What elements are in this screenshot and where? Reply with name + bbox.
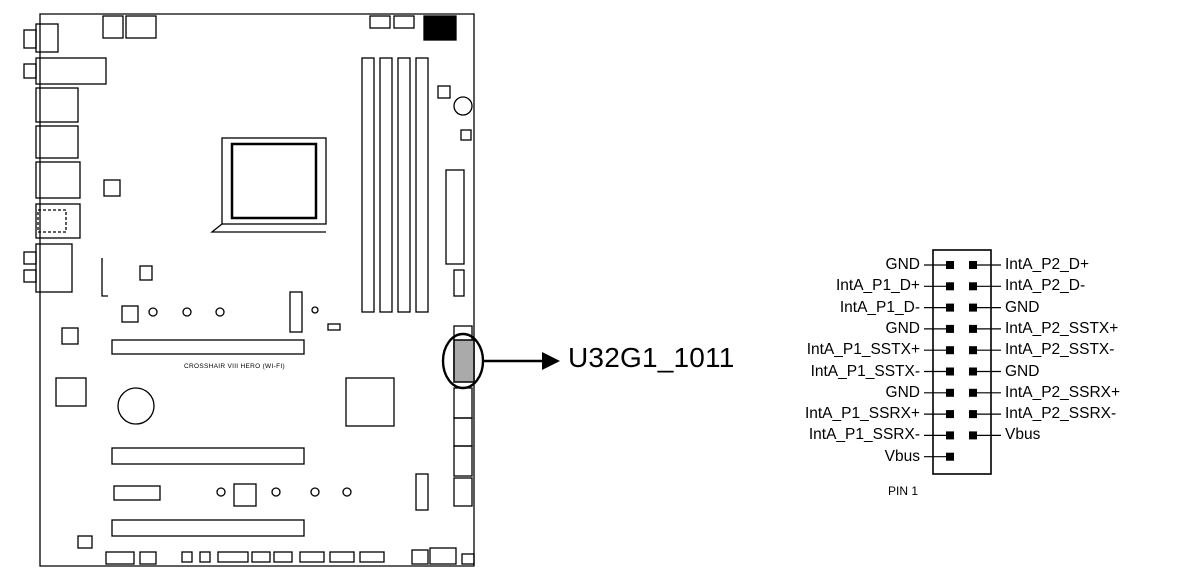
- dimm-slot: [379, 57, 393, 313]
- pin-left: [946, 431, 954, 440]
- start-button: [453, 96, 473, 116]
- pin-label-left: GND: [885, 319, 920, 337]
- pin-right: [969, 388, 977, 397]
- pin-label-left: IntA_P1_SSRX+: [804, 405, 920, 423]
- io-usb-stack: [35, 87, 79, 123]
- pin-right: [969, 261, 977, 269]
- pcie-slot: [111, 447, 305, 465]
- pin-label-right: IntA_P2_SSRX+: [1005, 383, 1121, 401]
- pin-label-left: IntA_P1_SSRX-: [808, 426, 920, 444]
- pin-right: [969, 324, 977, 333]
- pin-label-right: IntA_P2_SSTX+: [1005, 319, 1119, 337]
- pin-label-left: IntA_P1_SSTX-: [810, 362, 920, 380]
- pin-label-right: IntA_P2_SSRX-: [1005, 405, 1117, 423]
- pin-left: [946, 261, 954, 269]
- pin-label-right: IntA_P2_D+: [1005, 256, 1090, 273]
- pin-left: [946, 410, 954, 419]
- io-usb-stack: [35, 161, 81, 199]
- pin-label-left: IntA_P1_D+: [835, 277, 920, 295]
- dimm-slot: [397, 57, 411, 313]
- board-silkscreen: CROSSHAIR VIII HERO (WI-FI): [184, 363, 285, 370]
- pin-label-left: IntA_P1_SSTX+: [806, 341, 920, 359]
- pin-right: [969, 303, 977, 312]
- board-outline: [39, 13, 475, 567]
- pin-left: [946, 324, 954, 333]
- io-lan: [35, 203, 81, 239]
- pin-right: [969, 346, 977, 355]
- dimm-slot: [361, 57, 375, 313]
- pin-header: [924, 249, 1001, 475]
- pin-right: [969, 431, 977, 440]
- pin-label-right: GND: [1005, 362, 1040, 380]
- io-port: [35, 57, 107, 85]
- pin-left: [946, 303, 954, 312]
- pin-label-right: Vbus: [1005, 426, 1041, 444]
- pin1-label: PIN 1: [888, 484, 919, 498]
- pin-label-left: IntA_P1_D-: [839, 298, 920, 316]
- pin-right: [969, 282, 977, 291]
- pin-right: [969, 367, 977, 376]
- io-usb-stack: [35, 125, 79, 159]
- pin-left: [946, 367, 954, 376]
- cmos-battery: [117, 387, 155, 425]
- m2-slot: [289, 291, 303, 333]
- m2-slot: [415, 473, 429, 511]
- pin-left: [946, 388, 954, 397]
- pin-label-right: GND: [1005, 298, 1040, 316]
- pin-label-left: Vbus: [884, 447, 920, 465]
- cpu-power-connector: [102, 15, 124, 39]
- pin-left: [946, 346, 954, 355]
- header-callout-label: U32G1_1011: [568, 342, 735, 373]
- header-outline: [932, 249, 992, 475]
- pin-left: [946, 282, 954, 291]
- atx-power-connector: [445, 169, 465, 265]
- cpu-socket: [221, 137, 327, 225]
- pcie-slot: [111, 519, 305, 537]
- pin-left: [946, 452, 954, 461]
- debug-led: [423, 15, 457, 41]
- pcie-slot: [111, 339, 305, 355]
- cpu-power-connector: [125, 15, 157, 39]
- io-antenna: [35, 243, 73, 293]
- usb32-header-on-board: [441, 332, 485, 390]
- pin-right: [969, 410, 977, 419]
- io-audio-jack: [35, 23, 59, 53]
- pin-label-left: GND: [885, 256, 920, 273]
- chipset: [345, 377, 395, 427]
- pin-label-right: IntA_P2_SSTX-: [1005, 341, 1115, 359]
- pin-label-left: GND: [885, 383, 920, 401]
- callout-arrow: [483, 352, 560, 370]
- pin-label-right: IntA_P2_D-: [1005, 277, 1086, 295]
- dimm-slot: [415, 57, 429, 313]
